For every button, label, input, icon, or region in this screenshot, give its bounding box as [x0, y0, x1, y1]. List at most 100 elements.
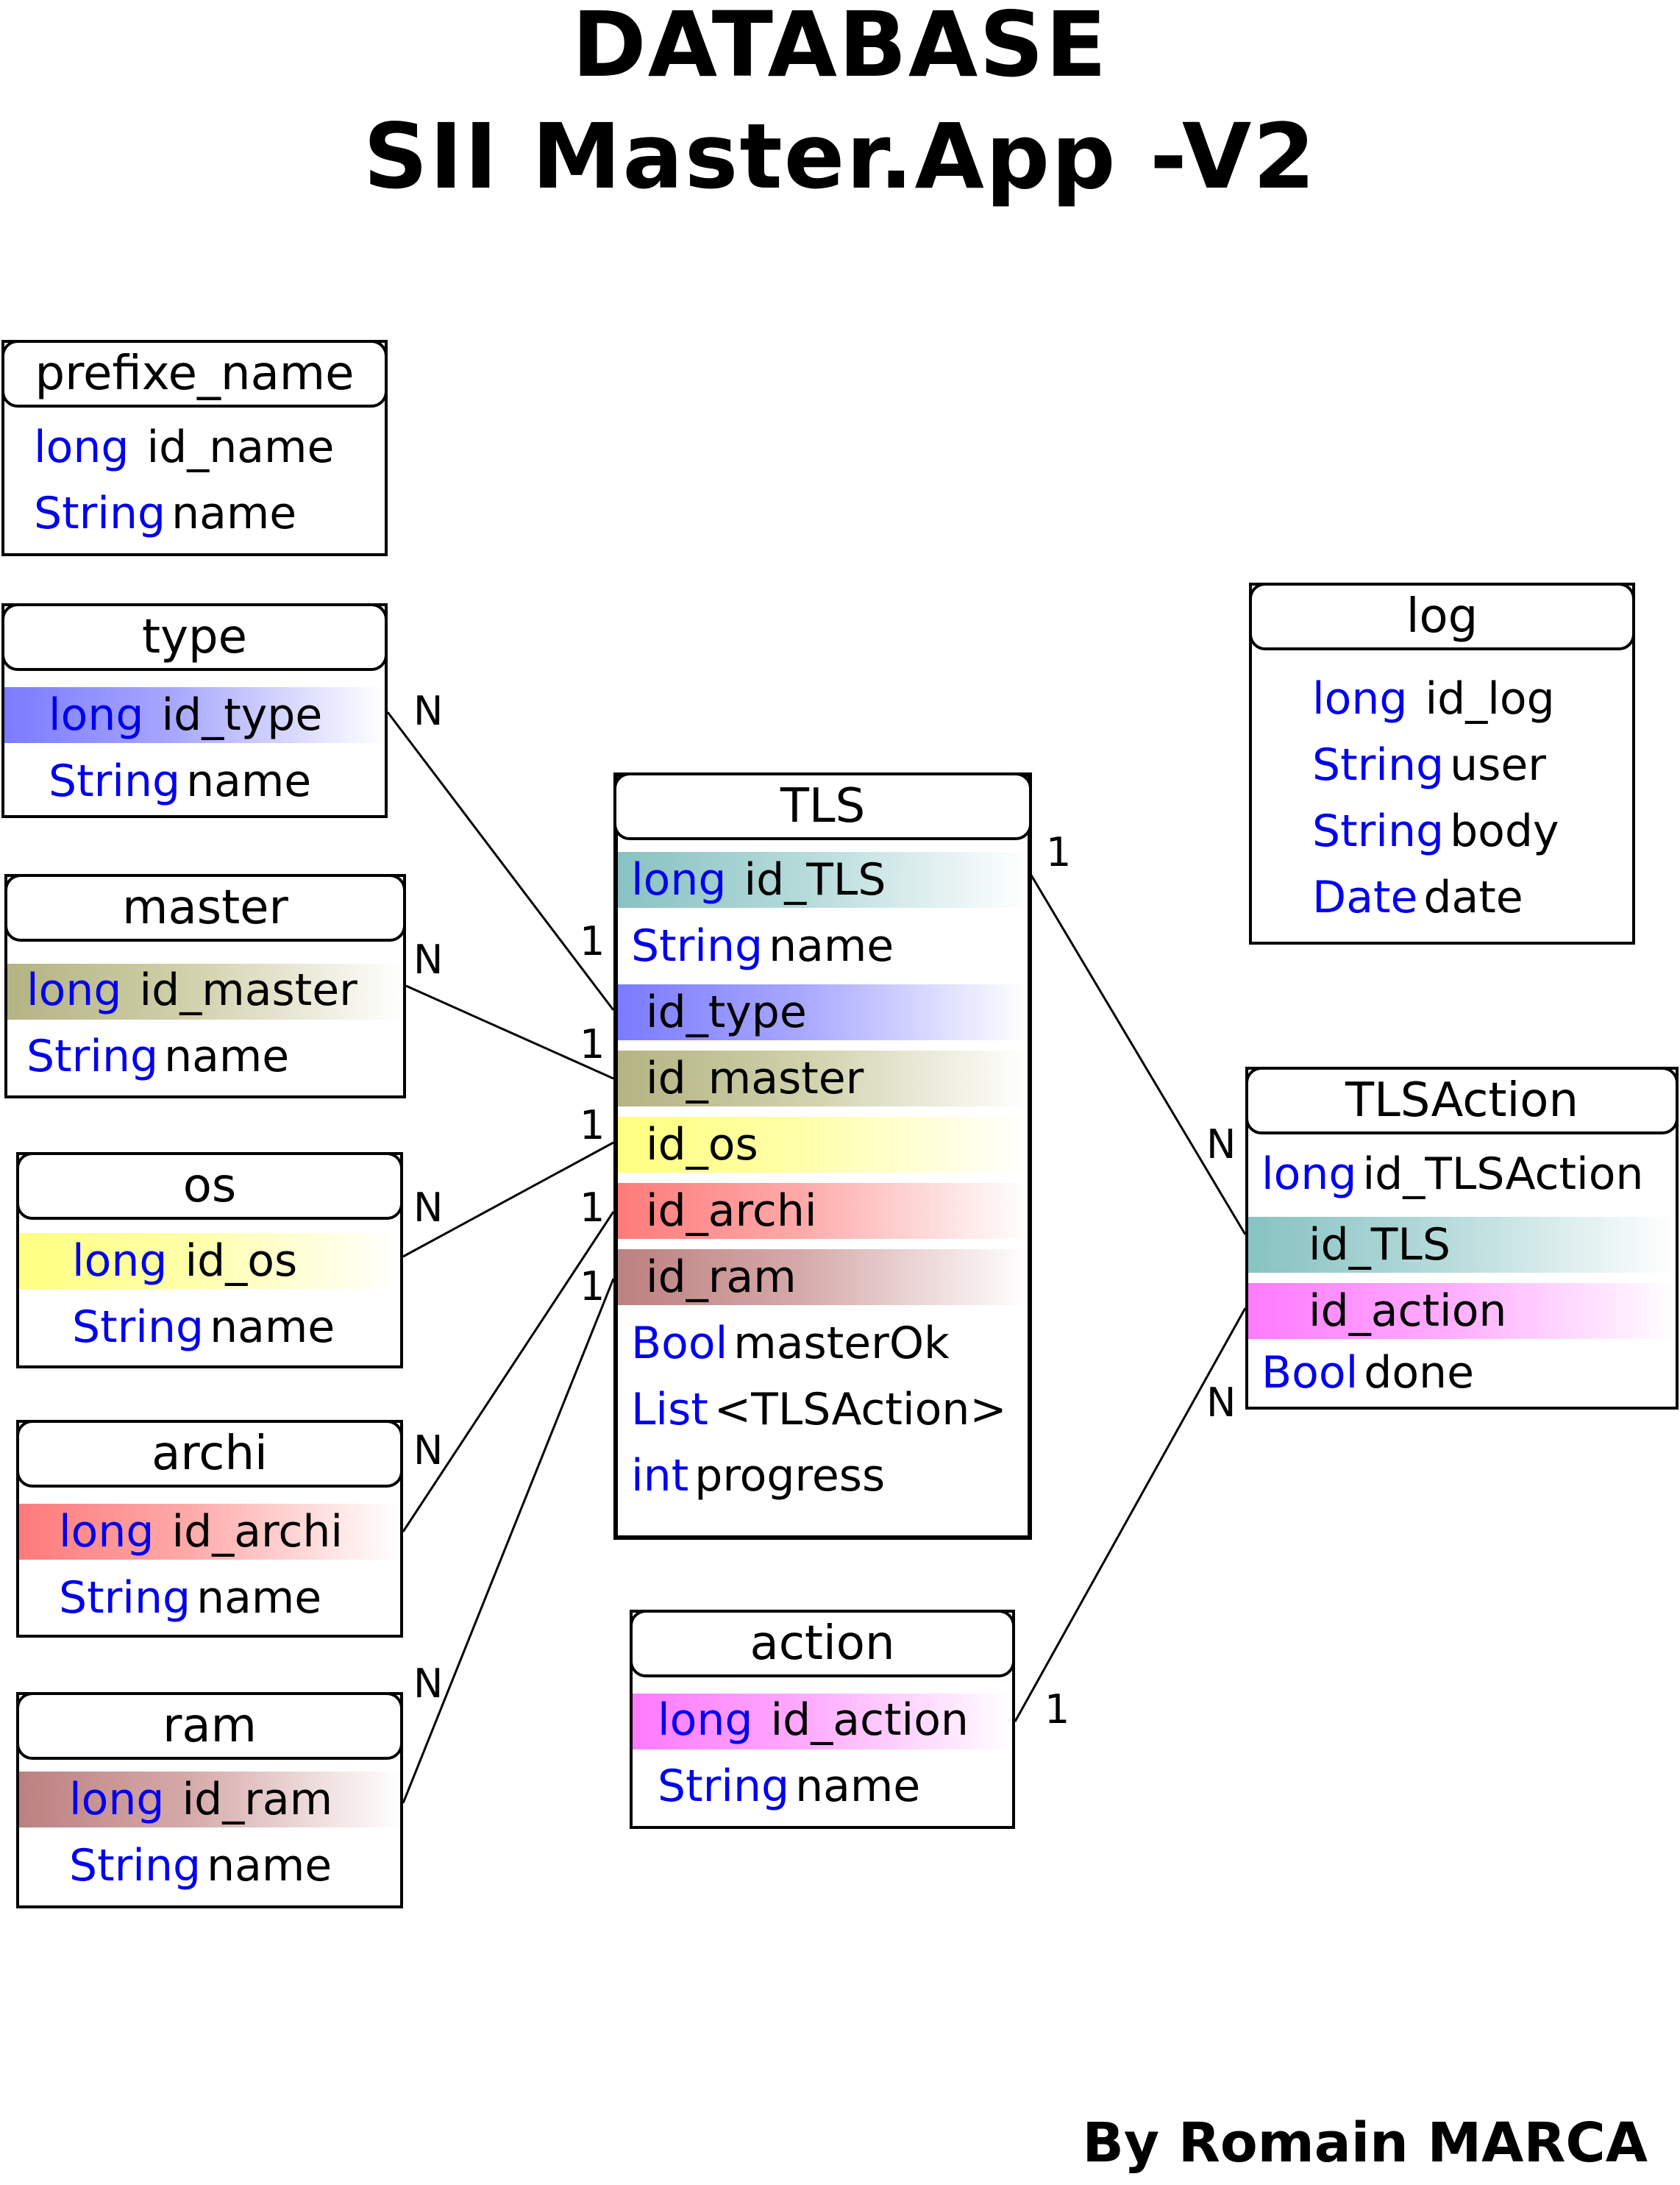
cardinality-label: 1: [580, 918, 605, 964]
field-name: date: [1423, 872, 1523, 923]
field-type: long: [1261, 1148, 1357, 1200]
field-name: id_master: [139, 964, 357, 1016]
relation-line-archi-tls: [402, 1211, 615, 1532]
field-name: <TLSAction>: [713, 1384, 1007, 1435]
field-name: id_master: [646, 1053, 864, 1104]
cardinality-label: 1: [580, 1184, 605, 1231]
entity-title: log: [1249, 583, 1635, 650]
foreign-key-band: [618, 1051, 1028, 1106]
diagram-title-line-1: DATABASE: [572, 0, 1108, 97]
field-type: long: [49, 689, 144, 741]
field-type: List: [631, 1384, 708, 1435]
foreign-key-band: [1248, 1283, 1676, 1339]
cardinality-label: N: [413, 1427, 444, 1474]
field-name: id_TLS: [1309, 1219, 1451, 1271]
field-name: id_log: [1425, 673, 1555, 725]
field-type: Bool: [1261, 1347, 1359, 1399]
entity-title: ram: [16, 1692, 403, 1760]
field-type: String: [658, 1761, 790, 1812]
field-type: long: [631, 854, 727, 906]
field-type: String: [49, 756, 181, 807]
field-name: id_type: [161, 689, 323, 741]
foreign-key-band: [618, 1249, 1028, 1305]
cardinality-label: N: [413, 937, 444, 983]
cardinality-label: 1: [580, 1021, 605, 1067]
field-type: Bool: [631, 1318, 728, 1369]
field-name: name: [186, 756, 312, 807]
entity-title: master: [4, 874, 406, 942]
field-type: long: [26, 964, 122, 1016]
field-row: id_master: [618, 1056, 1028, 1101]
relation-line-type-tls: [386, 711, 615, 1011]
cardinality-label: 1: [1044, 1686, 1070, 1733]
entity-title: prefixe_name: [1, 340, 388, 408]
field-name: id_action: [770, 1694, 969, 1746]
entity-title: archi: [16, 1420, 403, 1488]
foreign-key-band: [618, 1117, 1028, 1173]
field-name: id_os: [185, 1235, 298, 1287]
relation-line-tls-tlsaction: [1029, 873, 1247, 1235]
entity-title: TLS: [613, 772, 1032, 840]
field-type: long: [72, 1235, 168, 1287]
field-type: String: [26, 1031, 159, 1082]
field-row: List<TLSAction>: [618, 1388, 1028, 1432]
diagram-title-line-2: SII Master.App -V2: [363, 104, 1317, 209]
foreign-key-band: [618, 984, 1028, 1040]
field-type: String: [631, 920, 764, 972]
field-name: id_archi: [646, 1185, 817, 1237]
field-name: name: [210, 1301, 335, 1353]
foreign-key-band: [618, 1183, 1028, 1239]
author-credit: By Romain MARCA: [1082, 2111, 1648, 2175]
field-name: id_ram: [646, 1251, 797, 1303]
field-name: name: [769, 920, 894, 972]
field-name: masterOk: [733, 1318, 950, 1369]
field-name: progress: [694, 1450, 886, 1502]
entity-title: type: [1, 603, 388, 671]
field-row: id_os: [618, 1123, 1028, 1167]
field-type: String: [59, 1572, 191, 1624]
cardinality-label: N: [413, 1660, 444, 1707]
entity-title: action: [630, 1610, 1015, 1677]
field-row: id_type: [618, 990, 1028, 1034]
field-type: Date: [1312, 872, 1418, 923]
key-highlight-band: [19, 1233, 400, 1289]
field-type: String: [1312, 739, 1445, 791]
field-type: long: [34, 422, 129, 473]
field-type: int: [631, 1450, 689, 1502]
field-name: id_os: [646, 1119, 758, 1170]
field-type: long: [1312, 673, 1408, 725]
field-name: done: [1364, 1347, 1474, 1399]
field-type: long: [59, 1506, 154, 1557]
field-name: user: [1450, 739, 1546, 791]
field-name: name: [207, 1840, 332, 1891]
field-name: id_action: [1309, 1285, 1507, 1337]
foreign-key-band: [1248, 1217, 1676, 1273]
field-name: id_type: [646, 987, 807, 1038]
key-highlight-band: [7, 964, 403, 1020]
field-name: id_TLS: [744, 854, 886, 906]
